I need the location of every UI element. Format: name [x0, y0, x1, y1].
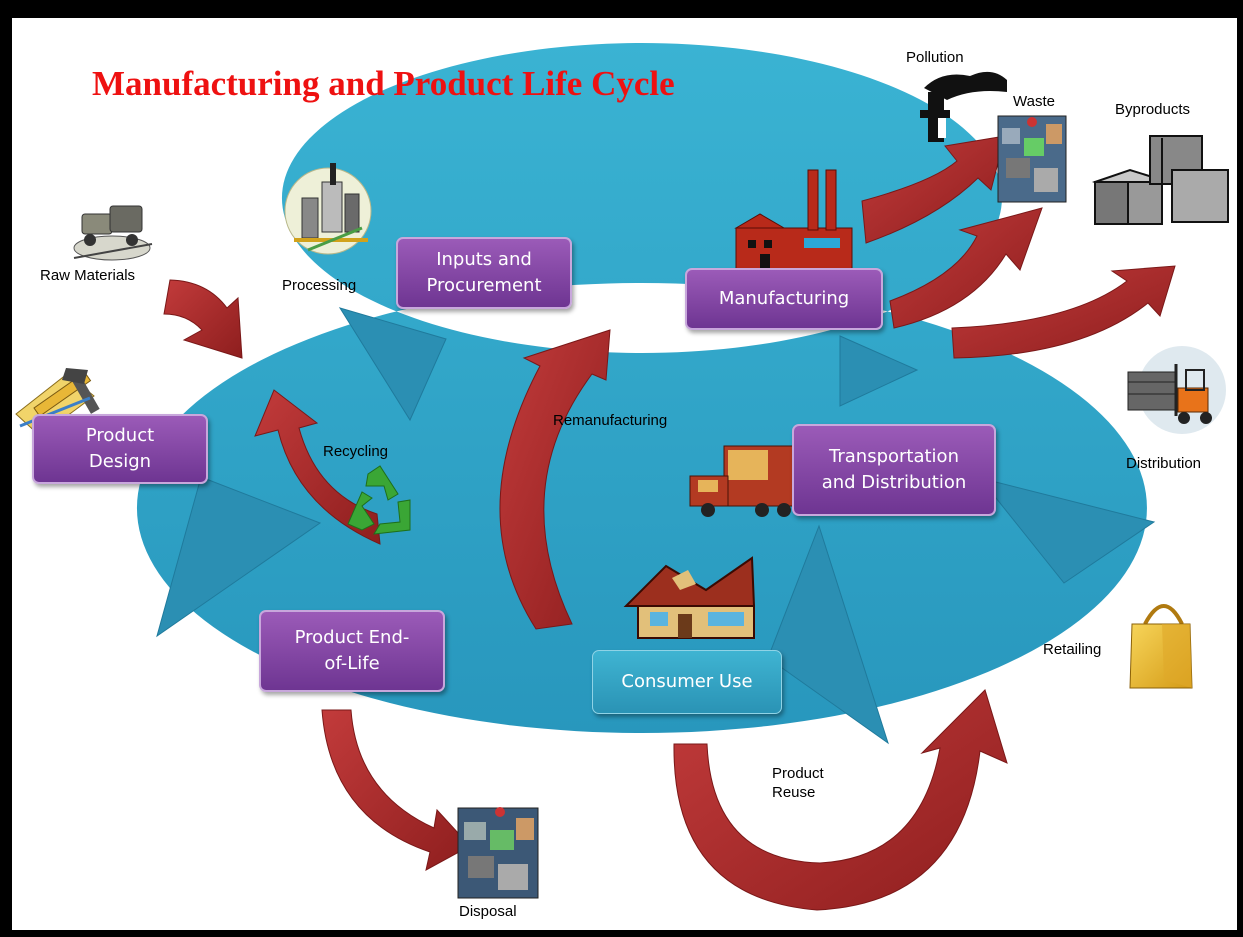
stage-manufacturing: Manufacturing — [685, 268, 883, 330]
label-raw-materials: Raw Materials — [40, 267, 136, 284]
label-waste: Waste — [1013, 93, 1055, 110]
waste-icon — [997, 115, 1067, 203]
label-distribution: Distribution — [1126, 455, 1202, 472]
stage-inputs-procurement: Inputs and Procurement — [396, 237, 572, 309]
ring-arrowhead-right-top — [839, 335, 919, 407]
byproducts-icon — [1091, 135, 1229, 225]
label-product-reuse: Product Reuse — [772, 765, 824, 801]
label-processing: Processing — [282, 277, 357, 294]
forklift-icon — [1127, 346, 1226, 434]
label-remanufacturing: Remanufacturing — [553, 412, 668, 429]
shopping-bag-icon — [1129, 604, 1193, 689]
label-disposal: Disposal — [459, 903, 517, 920]
product-reuse-arrow — [673, 689, 1008, 911]
stage-transportation-distribution: Transportation and Distribution — [792, 424, 996, 516]
recycle-icon — [347, 465, 411, 535]
ring-arrowhead-top — [338, 307, 447, 422]
label-byproducts: Byproducts — [1115, 101, 1191, 118]
waste-arrow — [889, 207, 1043, 329]
disposal-icon — [457, 807, 539, 899]
pollution-arrow — [861, 135, 1006, 244]
recycling-arrow — [254, 389, 381, 545]
factory-icon — [734, 169, 853, 274]
label-recycling: Recycling — [323, 443, 389, 460]
byproducts-arrow — [951, 265, 1176, 359]
ring-arrowhead-left — [156, 476, 322, 638]
raw-materials-icon — [73, 205, 153, 261]
house-icon — [623, 556, 756, 639]
stage-consumer-use: Consumer Use — [592, 650, 782, 714]
processing-icon — [284, 163, 372, 255]
ring-arrowhead-right — [978, 477, 1156, 584]
label-pollution: Pollution — [906, 49, 964, 66]
stage-product-end-of-life: Product End- of-Life — [259, 610, 445, 692]
pollution-icon — [920, 71, 1007, 142]
disposal-arrow — [321, 709, 471, 871]
diagram-title: Manufacturing and Product Life Cycle — [92, 64, 675, 103]
diagram-graphics — [15, 43, 1229, 911]
stage-product-design: Product Design — [32, 414, 208, 484]
label-retailing: Retailing — [1043, 641, 1102, 658]
diagram-canvas: Manufacturing and Product Life Cycle Pro… — [12, 18, 1237, 930]
ring-arrowhead-bottom — [767, 524, 889, 745]
raw-materials-arrow — [163, 279, 243, 359]
remanufacturing-arrow — [499, 329, 611, 630]
